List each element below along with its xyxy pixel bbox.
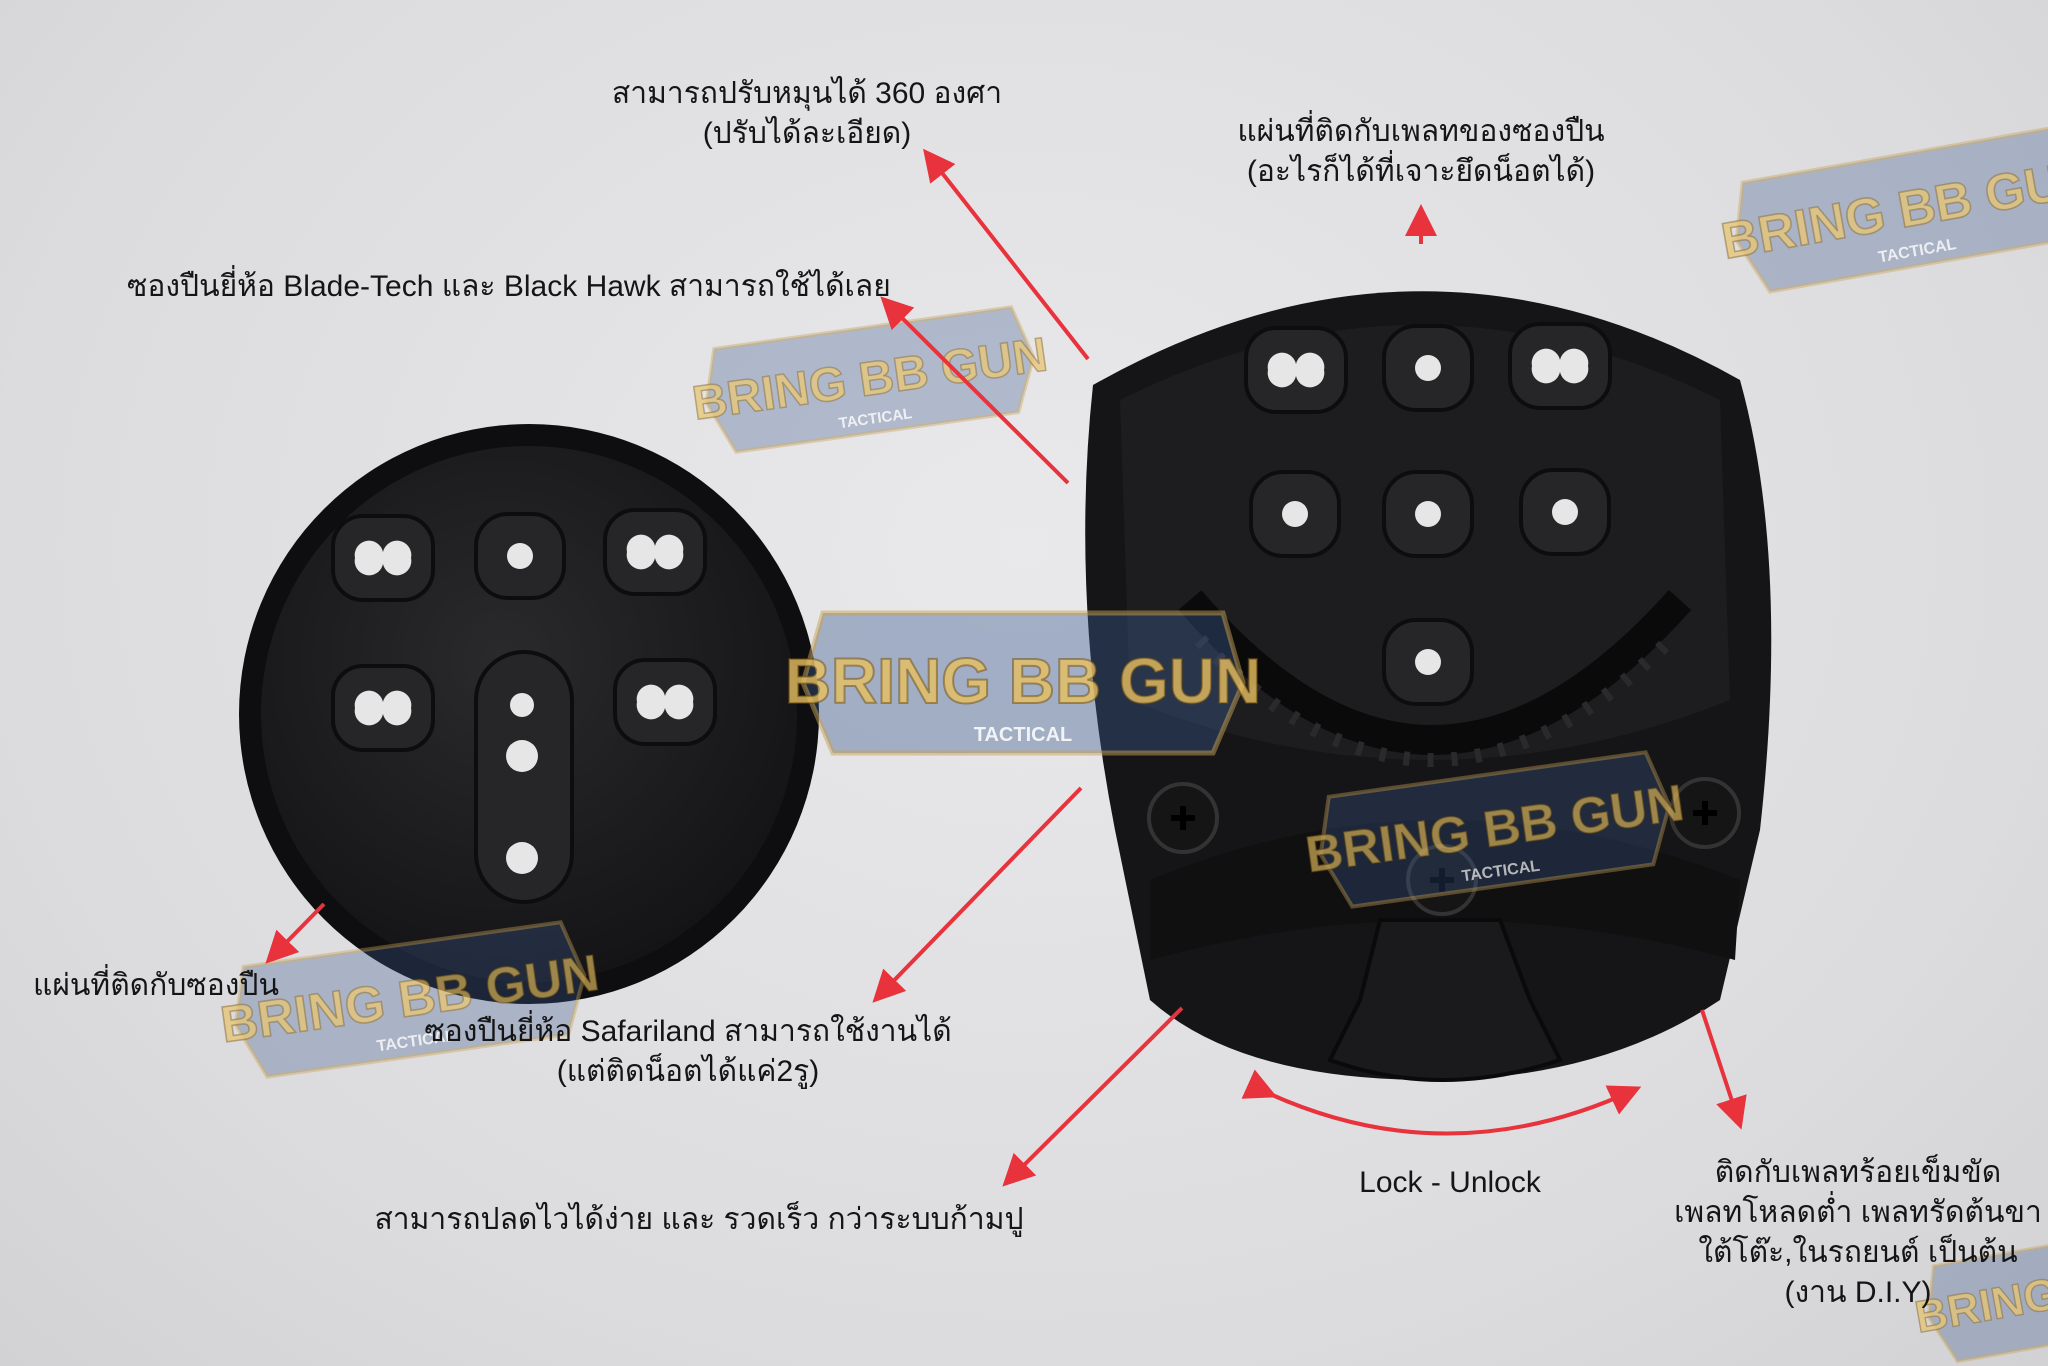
annotation-line: ติดกับเพลทร้อยเข็มขัด	[1714, 1156, 2002, 1189]
holster-plate	[239, 424, 819, 1004]
annotation-line: ซองปืนยี่ห้อ Safariland สามารถใช้งานได้	[424, 1015, 952, 1048]
annotation-line: แผ่นที่ติดกับเพลทของซองปืน	[1237, 115, 1605, 148]
annotation-line: (ปรับได้ละเอียด)	[702, 117, 912, 150]
annotation-safariland: ซองปืนยี่ห้อ Safariland สามารถใช้งานได้ …	[424, 1012, 951, 1092]
arrow-safariland	[872, 786, 1083, 1003]
annotation-mounting: ติดกับเพลทร้อยเข็มขัด เพลทโหลดต่ำ เพลทรั…	[1674, 1153, 2042, 1313]
annotation-line: Lock - Unlock	[1359, 1166, 1541, 1199]
arrow-mounting	[1700, 1009, 1747, 1130]
arrow-rotate	[923, 148, 1090, 361]
annotation-lock-unlock: Lock - Unlock	[1359, 1163, 1541, 1203]
annotation-line: แผ่นที่ติดกับซองปืน	[33, 969, 279, 1002]
watermark	[1713, 122, 2048, 298]
watermark: BRING BB GUN TACTICAL	[784, 610, 1262, 756]
watermark-sub: TACTICAL	[974, 724, 1073, 746]
annotation-line: (แต่ติดน็อตได้แค่2รู)	[556, 1055, 820, 1088]
annotation-line: ใต้โต๊ะ,ในรถยนต์ เป็นต้น	[1698, 1236, 2018, 1269]
annotation-line: ซองปืนยี่ห้อ Blade-Tech และ Black Hawk ส…	[127, 270, 891, 303]
arrow-quick-release	[1002, 1006, 1184, 1187]
annotation-line: สามารถปลดไวได้ง่าย และ รวดเร็ว กว่าระบบก…	[374, 1203, 1024, 1236]
annotation-line: สามารถปรับหมุนได้ 360 องศา	[611, 77, 1003, 110]
annotation-compatible: ซองปืนยี่ห้อ Blade-Tech และ Black Hawk ส…	[127, 267, 891, 307]
arrow-holster-plate	[265, 902, 326, 964]
arrow-lock-unlock	[1241, 1069, 1642, 1136]
annotation-quick-release: สามารถปลดไวได้ง่าย และ รวดเร็ว กว่าระบบก…	[374, 1200, 1023, 1240]
belt-mount	[1085, 291, 1772, 1082]
watermark	[683, 301, 1057, 459]
annotation-line: (งาน D.I.Y)	[1784, 1276, 1932, 1309]
annotation-line: เพลทโหลดต่ำ เพลทรัดต้นขา	[1674, 1196, 2042, 1229]
watermark-brand: BRING BB GUN	[785, 645, 1261, 717]
annotation-rotate: สามารถปรับหมุนได้ 360 องศา (ปรับได้ละเอี…	[612, 74, 1002, 154]
annotation-holster-plate: แผ่นที่ติดกับซองปืน	[33, 966, 279, 1006]
annotation-belt-plate: แผ่นที่ติดกับเพลทของซองปืน (อะไรก็ได้ที่…	[1237, 112, 1604, 192]
annotation-line: (อะไรก็ได้ที่เจาะยึดน็อตได้)	[1246, 155, 1596, 188]
arrow-compatible	[880, 296, 1070, 485]
